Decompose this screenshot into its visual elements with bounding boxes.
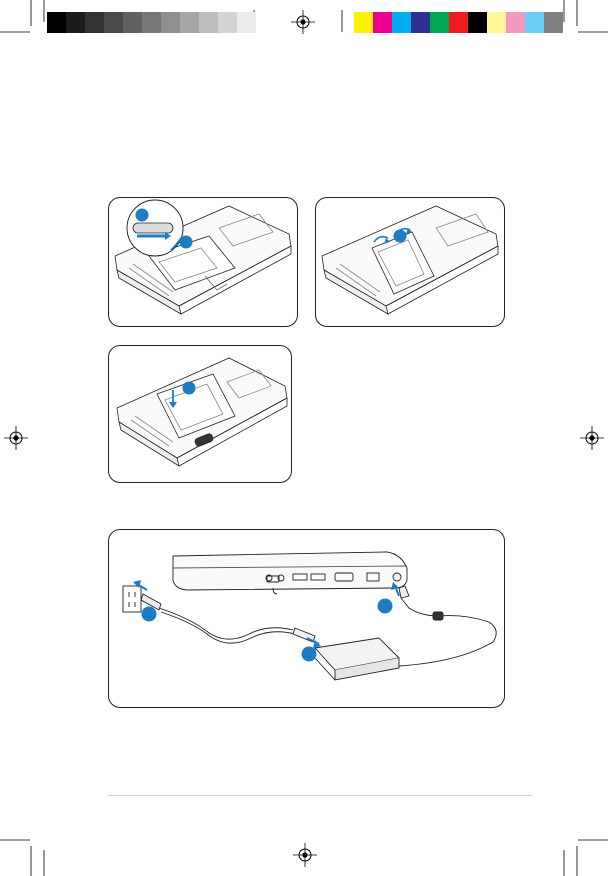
registration-mark-top: [291, 10, 315, 34]
crop-marks-bottom: [0, 826, 608, 876]
connect-power-figure: [108, 529, 505, 708]
color-swatch-9: [506, 12, 525, 33]
gray-swatch-1: [47, 12, 66, 33]
color-swatch-7: [468, 12, 487, 33]
gray-swatch-2: [66, 12, 85, 33]
color-swatch-1: [354, 12, 373, 33]
gray-swatch-11: [237, 12, 256, 33]
color-swatch-5: [430, 12, 449, 33]
step-badge-2: [180, 236, 193, 249]
grayscale-calibration-bar: [47, 12, 256, 33]
step-badge-6: [302, 647, 317, 662]
gray-swatch-8: [180, 12, 199, 33]
step-badge-1: [136, 209, 149, 222]
gray-swatch-6: [142, 12, 161, 33]
step-badge-7: [378, 599, 393, 614]
color-swatch-10: [525, 12, 544, 33]
gray-swatch-3: [85, 12, 104, 33]
gray-swatch-10: [218, 12, 237, 33]
color-swatch-2: [373, 12, 392, 33]
color-swatch-4: [411, 12, 430, 33]
gray-swatch-7: [161, 12, 180, 33]
gray-swatch-4: [104, 12, 123, 33]
color-calibration-bar: [354, 12, 563, 33]
gray-swatch-9: [199, 12, 218, 33]
step-badge-3: [394, 230, 407, 243]
color-swatch-6: [449, 12, 468, 33]
step-badge-4: [183, 382, 196, 395]
footer-rule: [108, 795, 532, 796]
install-battery-figure: [108, 345, 292, 483]
color-swatch-3: [392, 12, 411, 33]
registration-mark-right: [580, 426, 604, 450]
color-swatch-8: [487, 12, 506, 33]
step-badge-5: [142, 607, 157, 622]
registration-mark-left: [4, 426, 28, 450]
color-swatch-11: [544, 12, 563, 33]
gray-swatch-5: [123, 12, 142, 33]
remove-battery-figure-1: [108, 197, 298, 327]
remove-battery-figure-2: [315, 197, 505, 327]
